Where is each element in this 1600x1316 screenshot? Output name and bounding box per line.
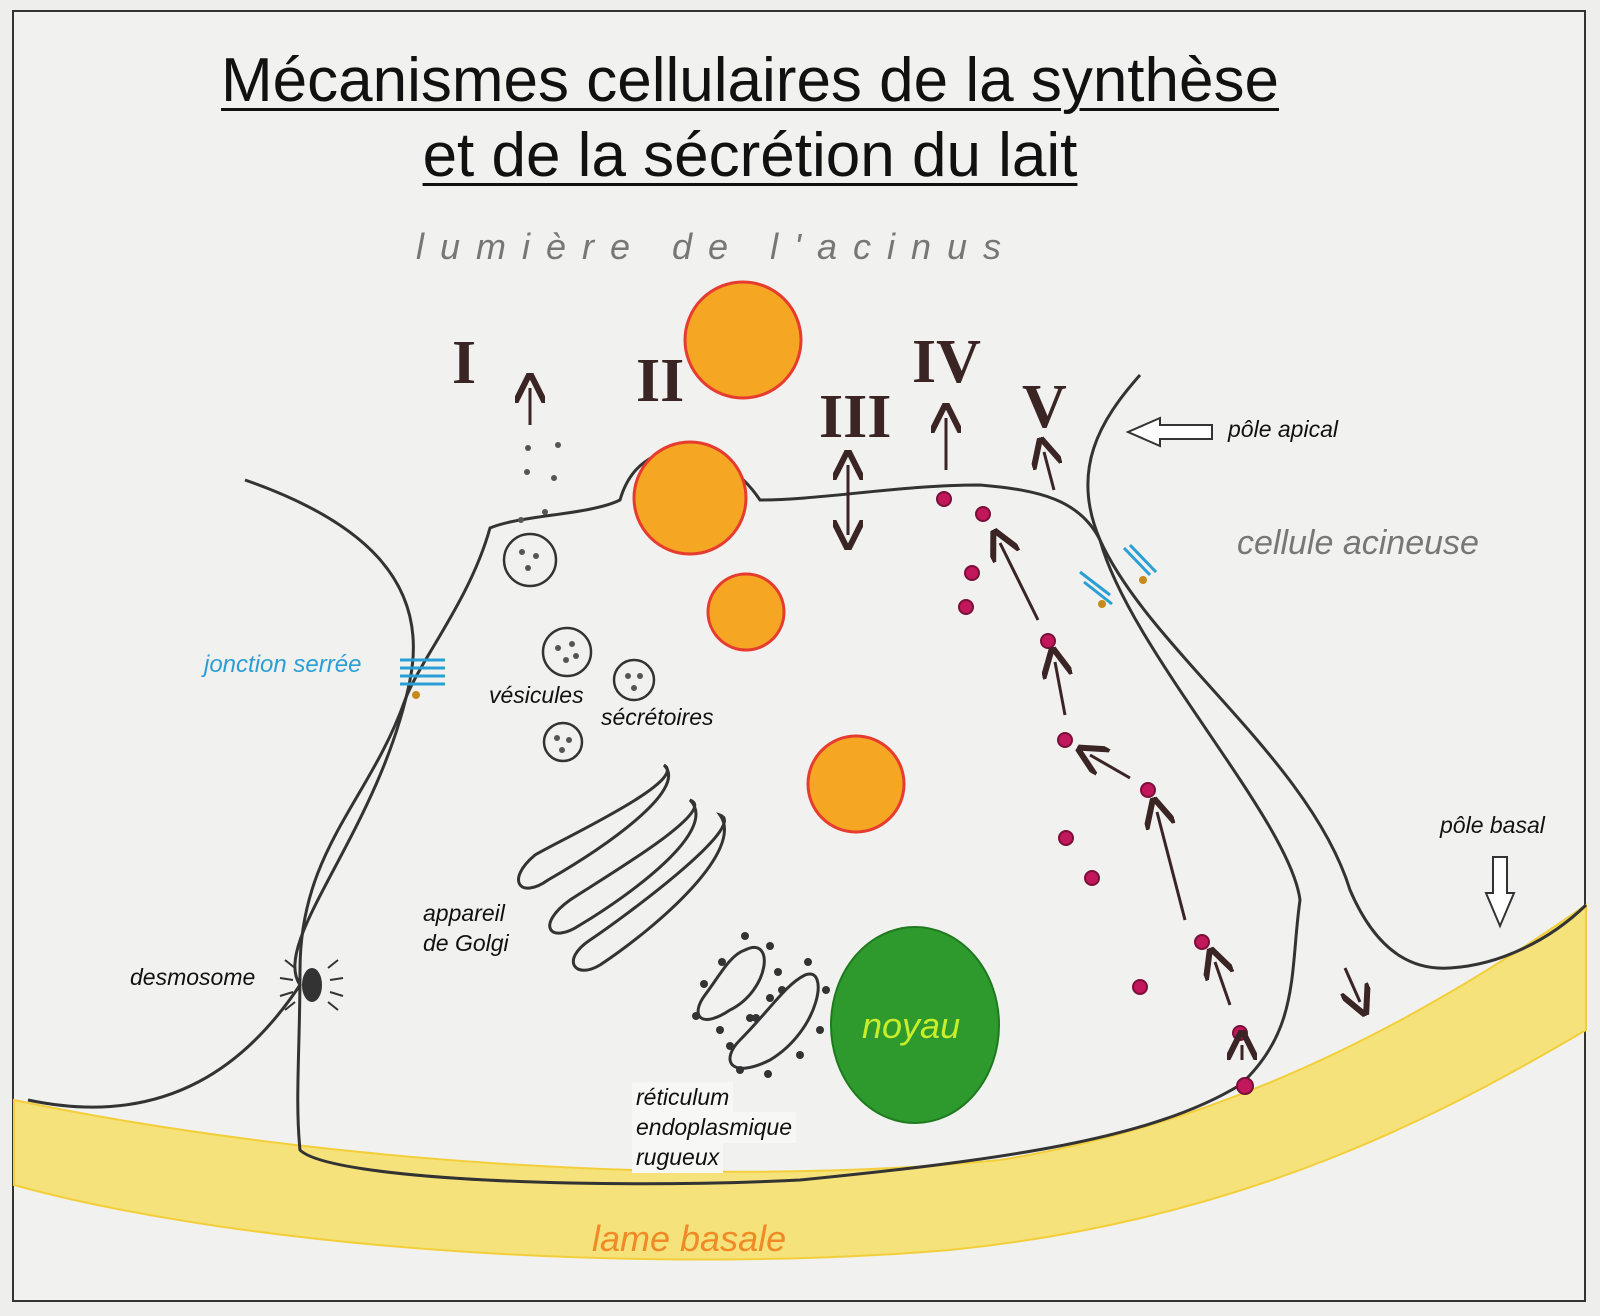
- rer-label-line-1: réticulum: [632, 1082, 734, 1113]
- tight-junction: [400, 543, 1158, 686]
- golgi-label-line-2: de Golgi: [423, 930, 509, 956]
- exocytosis-particles: [518, 442, 561, 523]
- rer-label-line-3: rugueux: [632, 1142, 724, 1173]
- transport-arrows: [530, 388, 1360, 1060]
- ribosomes: [692, 932, 830, 1078]
- acinar-cell-label: cellule acineuse: [1237, 524, 1479, 562]
- pole-basal-arrow: [1484, 856, 1516, 929]
- lipid-droplet: [706, 572, 786, 652]
- rough-endoplasmic-reticulum: [696, 946, 820, 1070]
- junction-anchors: [412, 576, 1147, 699]
- secretory-vesicles: [502, 532, 656, 763]
- vesicles-label: vésicules: [489, 682, 584, 708]
- basal-lamina-label: lame basale: [592, 1218, 787, 1259]
- golgi-label-line-1: appareil: [423, 900, 505, 926]
- pathway-numeral-3: III: [819, 383, 892, 451]
- basal-lamina: [13, 903, 1587, 1261]
- lipid-droplet: [683, 280, 803, 400]
- lipid-droplet-budding: [632, 440, 748, 556]
- title-line-2: et de la sécrétion du lait: [422, 121, 1078, 190]
- acinar-cell-membrane: [296, 449, 1302, 1186]
- lipid-droplet: [806, 734, 906, 834]
- title-line-1: Mécanismes cellulaires de la synthèse: [221, 46, 1279, 115]
- pathway-numeral-5: V: [1022, 373, 1067, 441]
- lumen-label: lumière de l'acinus: [416, 226, 1018, 267]
- rer-label-line-2: endoplasmique: [632, 1112, 797, 1143]
- nucleus-label: noyau: [862, 1005, 961, 1046]
- pathway-numeral-2: II: [636, 347, 685, 415]
- right-neighbor-membrane: [1086, 374, 1588, 970]
- pathway-numeral-1: I: [452, 329, 477, 397]
- secretory-label: sécrétoires: [601, 704, 714, 730]
- desmosome-structure: [279, 959, 344, 1011]
- pole-basal-label: pôle basal: [1440, 812, 1545, 838]
- left-neighbor-membrane: [27, 478, 415, 1109]
- nucleus: [830, 926, 1000, 1124]
- golgi-apparatus: [517, 763, 726, 972]
- desmosome-label: desmosome: [130, 964, 256, 990]
- tight-junction-label: jonction serrée: [204, 651, 362, 678]
- pole-apical-label: pôle apical: [1228, 416, 1338, 442]
- pole-apical-arrow: [1125, 416, 1213, 448]
- pathway-numeral-4: IV: [912, 328, 981, 396]
